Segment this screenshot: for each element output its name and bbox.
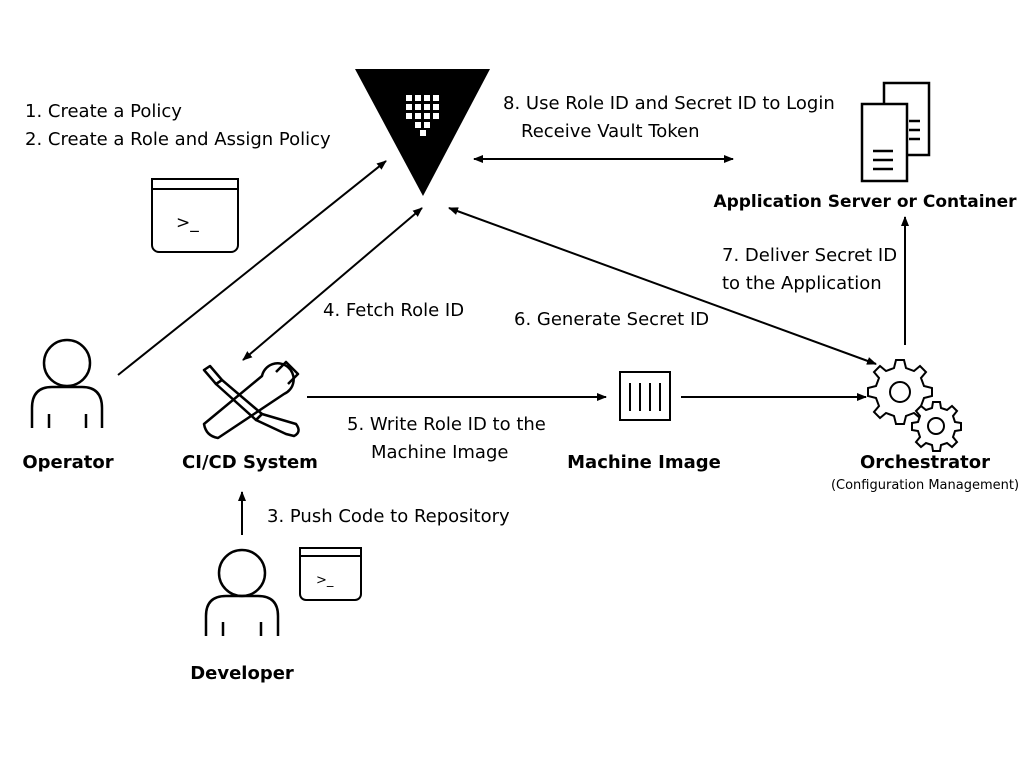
machine-image-icon <box>619 371 671 421</box>
orchestrator-subtitle: (Configuration Management) <box>831 478 1019 493</box>
step-2-label: 2. Create a Role and Assign Policy <box>25 129 331 150</box>
step-3-label: 3. Push Code to Repository <box>267 506 510 527</box>
vault-logo-icon <box>355 69 490 196</box>
step-1-label: 1. Create a Policy <box>25 101 182 122</box>
person-icon <box>204 548 280 636</box>
step-4-label: 4. Fetch Role ID <box>323 300 464 321</box>
operator-title: Operator <box>22 452 113 473</box>
flow-arrows <box>117 155 909 535</box>
step-7-label-line1: 7. Deliver Secret ID <box>722 245 897 266</box>
terminal-prompt: >_ <box>176 213 199 233</box>
cicd-title: CI/CD System <box>182 452 318 473</box>
step-8-label-line2: Receive Vault Token <box>521 121 700 142</box>
step-8-label-line1: 8. Use Role ID and Secret ID to Login <box>503 93 835 114</box>
step-5-label-line2: Machine Image <box>371 442 508 463</box>
step-7-label-line2: to the Application <box>722 273 882 294</box>
orchestrator-title: Orchestrator <box>860 452 990 473</box>
tools-icon <box>202 360 300 440</box>
terminal-icon: >_ <box>151 178 239 253</box>
step-6-label: 6. Generate Secret ID <box>514 309 709 330</box>
person-icon <box>30 338 104 428</box>
arrow-vault-cicd <box>242 207 423 361</box>
step-5-label-line1: 5. Write Role ID to the <box>347 414 546 435</box>
developer-title: Developer <box>190 663 294 684</box>
server-documents-icon <box>860 81 931 183</box>
terminal-icon: >_ <box>299 547 362 601</box>
machine-image-title: Machine Image <box>567 452 721 473</box>
arrow-vault-orchestrator <box>448 207 877 365</box>
app-server-title: Application Server or Container <box>713 192 1017 212</box>
terminal-prompt: >_ <box>316 573 334 588</box>
gears-icon <box>867 359 962 452</box>
